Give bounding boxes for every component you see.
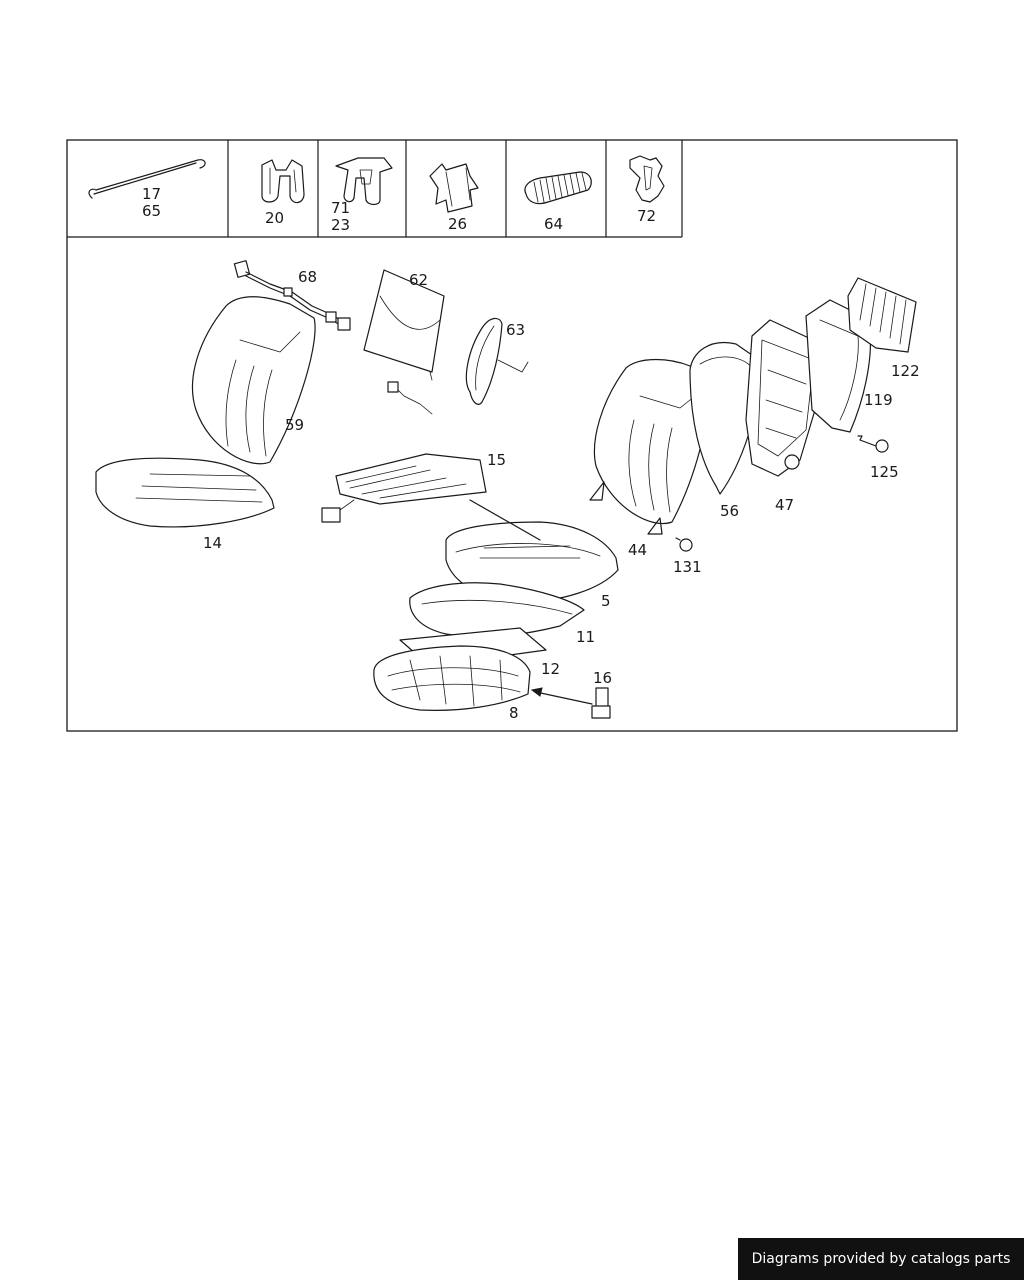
label-11: 11 — [576, 628, 595, 646]
part-cushion-cover-14 — [95, 457, 275, 528]
label-68: 68 — [298, 268, 317, 286]
label-23: 23 — [331, 216, 350, 234]
diagram-frame — [66, 139, 958, 732]
part-wire-rod — [88, 159, 206, 199]
part-clip-72 — [629, 155, 665, 203]
part-backrest-56 — [689, 342, 763, 495]
part-clip-20 — [261, 159, 305, 204]
footer-credit[interactable]: Diagrams provided by catalogs parts — [738, 1238, 1024, 1280]
part-panel-62 — [363, 269, 445, 415]
label-125: 125 — [870, 463, 899, 481]
label-26: 26 — [448, 215, 467, 233]
part-clip-26 — [429, 163, 479, 213]
label-71: 71 — [331, 199, 350, 217]
label-16: 16 — [593, 669, 612, 687]
label-59: 59 — [285, 416, 304, 434]
label-122: 122 — [891, 362, 920, 380]
label-12: 12 — [541, 660, 560, 678]
label-8: 8 — [509, 704, 519, 722]
part-foam-11 — [409, 582, 585, 638]
label-15: 15 — [487, 451, 506, 469]
part-seat-pan-8 — [373, 645, 531, 711]
part-frame-47 — [745, 319, 827, 477]
part-screw-125 — [857, 435, 889, 453]
label-17: 17 — [142, 185, 161, 203]
label-65: 65 — [142, 202, 161, 220]
label-44: 44 — [628, 541, 647, 559]
label-64: 64 — [544, 215, 563, 233]
part-labels: 17 65 20 71 23 26 64 72 68 62 63 59 14 1… — [142, 185, 920, 722]
label-72: 72 — [637, 207, 656, 225]
part-bracket-71 — [335, 157, 393, 206]
label-131: 131 — [673, 558, 702, 576]
part-harness-68 — [233, 260, 351, 331]
part-sleeve-64 — [524, 171, 592, 205]
label-47: 47 — [775, 496, 794, 514]
label-119: 119 — [864, 391, 893, 409]
label-20: 20 — [265, 209, 284, 227]
part-cushion-5 — [445, 499, 619, 603]
label-63: 63 — [506, 321, 525, 339]
part-bolt-16 — [530, 687, 611, 719]
label-5: 5 — [601, 592, 611, 610]
part-backrest-cover-59 — [192, 296, 316, 465]
part-nut-131 — [675, 537, 693, 552]
part-grille-122 — [847, 277, 917, 353]
label-62: 62 — [409, 271, 428, 289]
part-lumbar-63 — [465, 317, 529, 405]
label-14: 14 — [203, 534, 222, 552]
small-parts-row — [67, 140, 683, 238]
label-56: 56 — [720, 502, 739, 520]
part-backrest-44 — [589, 358, 711, 535]
part-heating-mat-15 — [321, 453, 487, 523]
